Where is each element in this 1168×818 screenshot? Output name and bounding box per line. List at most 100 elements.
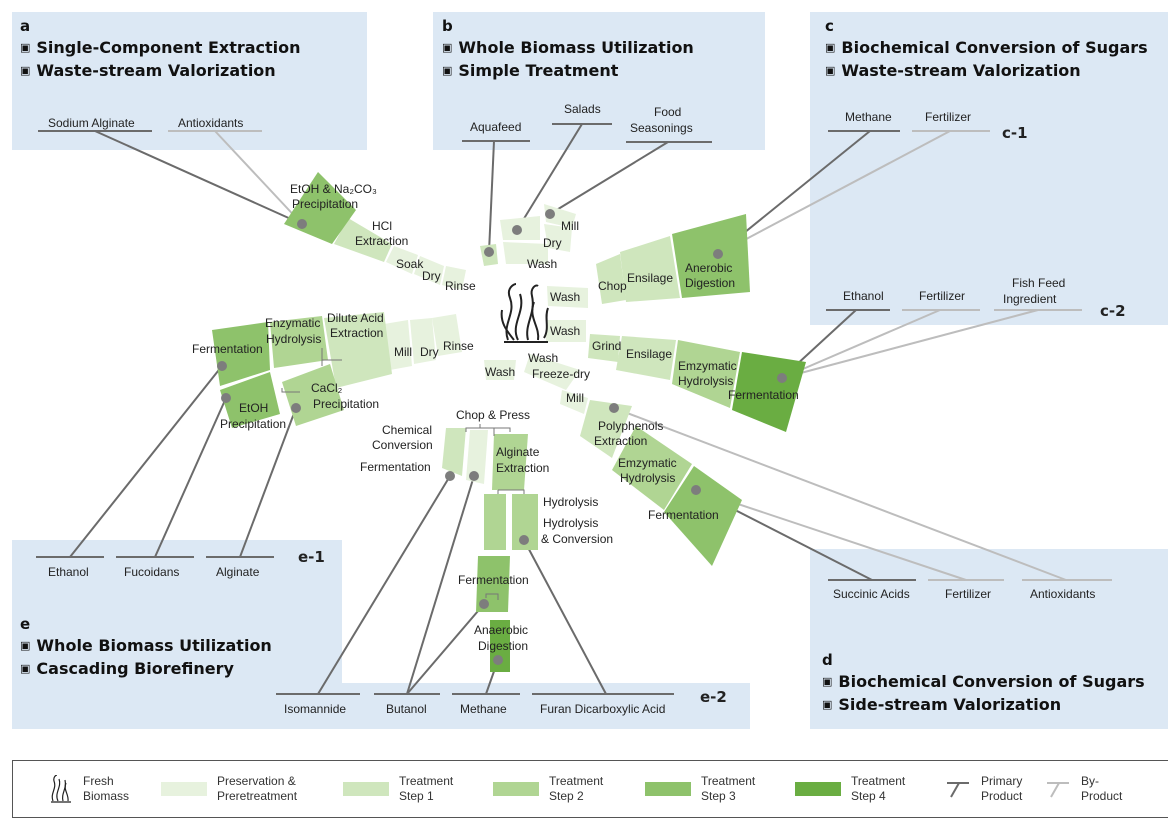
step-label: Extraction [330,326,383,340]
primary-line-icon [947,782,969,798]
step-labels: EtOH & Na₂CO₃ Precipitation HCl Extracti… [192,182,799,653]
step-segment-hcl [334,218,392,262]
product-label: Ingredient [1003,292,1057,306]
step-segment-wash-freeze-dry [524,354,580,390]
legend-label-1: Treatment [549,774,604,788]
step-segment-mill [560,390,588,414]
step-segment-wash [547,286,588,308]
step-label: Hydrolysis [543,516,598,530]
panel-title-line: Cascading Biorefinery [20,658,272,681]
product-dot [777,373,787,383]
step-label: Grind [592,339,621,353]
legend-label-2: Step 4 [851,789,886,803]
step-segment-dry [410,318,436,364]
step-label: Fermentation [192,342,263,356]
step-label: Ensilage [626,347,672,361]
product-label: Methane [845,110,892,124]
product-dot [469,471,479,481]
step-label: Extraction [496,461,549,475]
panel-title-line: Waste-stream Valorization [825,60,1148,83]
panel-letter: b [442,17,453,35]
step-label: Mill [394,345,412,359]
panel-letter: e [20,615,31,633]
step-segment-ensilage [620,236,680,302]
panel-e-header: e Whole Biomass Utilization Cascading Bi… [20,614,272,681]
step-label: Extraction [355,234,408,248]
step-segment-rinse [432,314,462,356]
step-label: Extraction [594,434,647,448]
step-segment-etoh-precip [220,372,280,428]
step-label: Polyphenols [598,419,663,433]
product-label: Furan Dicarboxylic Acid [540,702,665,716]
step-segment-mill [384,320,412,370]
step-segment-emzymatic-hydrolysis [672,340,740,408]
legend-text: Preservation &Preretreatment [217,774,307,804]
panel-d-header: d Biochemical Conversion of Sugars Side-… [822,650,1145,717]
panel-letter: a [20,17,31,35]
product-label: Alginate [216,565,260,579]
primary-leader-line [406,475,475,695]
step-label: Fermentation [360,460,431,474]
product-label: Antioxidants [178,116,243,130]
product-label: Sodium Alginate [48,116,135,130]
legend-swatch [343,782,389,796]
product-label: Antioxidants [1030,587,1095,601]
legend-label-1: Treatment [851,774,906,788]
sublabel-e-2: e-2 [700,688,727,706]
primary-leader-line [406,603,485,695]
primary-leader-line [488,140,495,253]
step-segment-fermentation [732,352,806,432]
product-label: Methane [460,702,507,716]
step-label: Precipitation [220,417,286,431]
primary-leader-line [549,141,669,215]
panel-letter: d [822,651,833,669]
step-label: & Conversion [541,532,613,546]
step-label: EtOH [239,401,268,415]
step-segment-rinse [442,266,466,290]
byproduct-line-icon [1047,782,1069,798]
product-dot [484,247,494,257]
panel-letter: c [825,17,834,35]
step-segment-wash [546,320,586,342]
product-dot [221,393,231,403]
byproduct-leader-line [695,489,967,581]
branch-d [524,354,742,566]
bracket [465,424,511,436]
step-label: Hydrolysis [266,332,321,346]
step-segment-grind [588,334,620,362]
step-label: Dry [543,236,562,250]
legend-swatch [645,782,691,796]
step-label: Conversion [372,438,433,452]
panel-title-line: Whole Biomass Utilization [442,37,693,60]
step-label: Hydrolysis [620,471,675,485]
product-label: Succinic Acids [833,587,910,601]
step-segment-soak [386,246,418,274]
product-label: Fucoidans [124,565,179,579]
step-label: CaCl₂ [311,381,343,395]
product-dot [217,361,227,371]
product-dot [445,471,455,481]
step-segment-chop-press [466,430,488,484]
product-dot [493,655,503,665]
step-label: Alginate [496,445,540,459]
product-dot [519,535,529,545]
step-label: Soak [396,257,424,271]
primary-leader-line [516,123,583,231]
legend-swatch [493,782,539,796]
panel-title-line: Biochemical Conversion of Sugars [822,671,1144,694]
step-label: Dry [420,345,439,359]
byproduct-leader-line [613,407,1067,581]
seaweed-icon [500,283,549,343]
step-label: Mill [561,219,579,233]
branch-e1 [212,312,516,428]
panel-b-header: b Whole Biomass Utilization Simple Treat… [442,16,694,83]
seaweed-icon [51,775,71,803]
product-label: Butanol [386,702,427,716]
step-segment-chop [596,254,626,304]
legend-swatch [795,782,841,796]
product-dot [291,403,301,413]
